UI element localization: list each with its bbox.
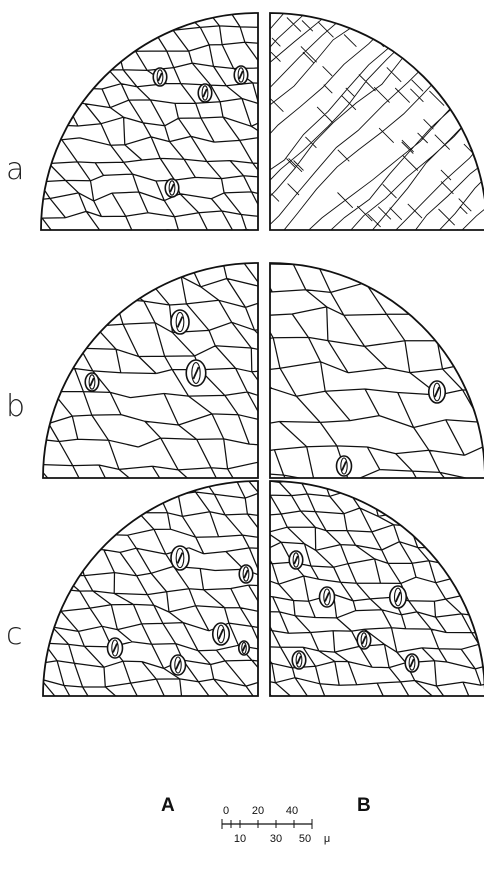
- stoma: [153, 68, 167, 86]
- row-label-a: a: [6, 155, 24, 185]
- cell-panel-c-B: [245, 457, 484, 736]
- stoma: [165, 179, 179, 197]
- scale-label-0: 0: [223, 805, 229, 817]
- stoma: [171, 546, 189, 570]
- scale-label-50: 50: [299, 833, 311, 845]
- stoma: [337, 456, 352, 476]
- stoma: [108, 638, 123, 658]
- scale-unit: μ: [324, 833, 330, 845]
- cell-walls: [16, 454, 324, 744]
- stoma: [213, 623, 230, 645]
- stoma: [357, 631, 371, 649]
- cell-panel-b-A: [13, 230, 334, 539]
- cell-panel-b-B: [230, 225, 484, 562]
- stoma: [390, 586, 407, 608]
- scale-bar: 0 20 40 10 30 50 μ: [222, 805, 330, 845]
- column-label-b: B: [357, 796, 371, 815]
- cell-panel-c-A: [16, 454, 324, 744]
- stoma: [429, 381, 446, 403]
- panel-outline: [270, 13, 484, 230]
- stoma: [405, 654, 419, 672]
- stoma: [292, 651, 306, 669]
- panel-outline: [270, 263, 484, 478]
- row-label-b: b: [6, 392, 25, 422]
- column-label-a: A: [161, 796, 175, 815]
- stoma: [320, 587, 335, 607]
- stoma: [171, 655, 186, 675]
- cell-walls: [245, 457, 484, 736]
- stoma: [289, 551, 303, 569]
- stoma: [198, 84, 212, 102]
- scale-label-10: 10: [234, 833, 246, 845]
- stoma: [85, 373, 99, 391]
- scale-label-30: 30: [270, 833, 282, 845]
- panels-group: [0, 0, 484, 744]
- cell-walls: [13, 230, 334, 539]
- stoma: [239, 565, 253, 583]
- stoma: [234, 66, 248, 84]
- stoma: [239, 641, 250, 655]
- stoma: [171, 310, 189, 334]
- stoma: [186, 360, 206, 386]
- scale-label-20: 20: [252, 805, 264, 817]
- cell-walls: [0, 0, 484, 242]
- row-label-c: c: [6, 620, 23, 650]
- cell-panel-a-B: [0, 0, 484, 242]
- scale-label-40: 40: [286, 805, 298, 817]
